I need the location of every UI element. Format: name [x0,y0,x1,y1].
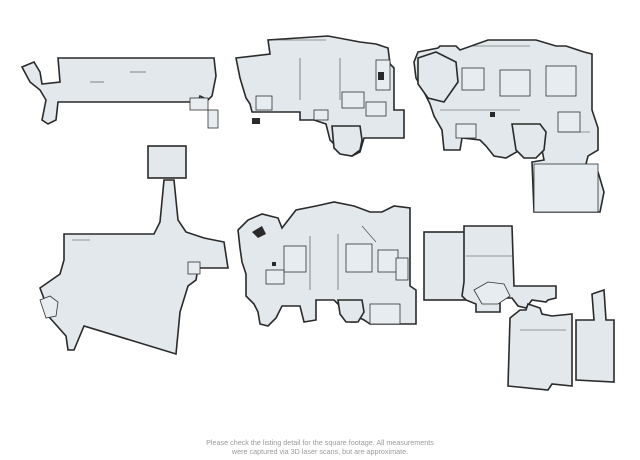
disclaimer-line-1: Please check the listing detail for the … [206,438,434,447]
floor-plan-garage-level [423,225,615,391]
floor-plan-upper-level [235,35,405,157]
floor-plan-terrace [20,57,219,129]
floor-plan-lower-level [237,201,417,327]
floor-plan-outdoor [39,145,229,356]
disclaimer-line-2: were captured via 3D laser scans, but ar… [231,447,409,456]
disclaimer-text: Please check the listing detail for the … [0,438,640,456]
floor-plan-main-level [413,39,605,213]
